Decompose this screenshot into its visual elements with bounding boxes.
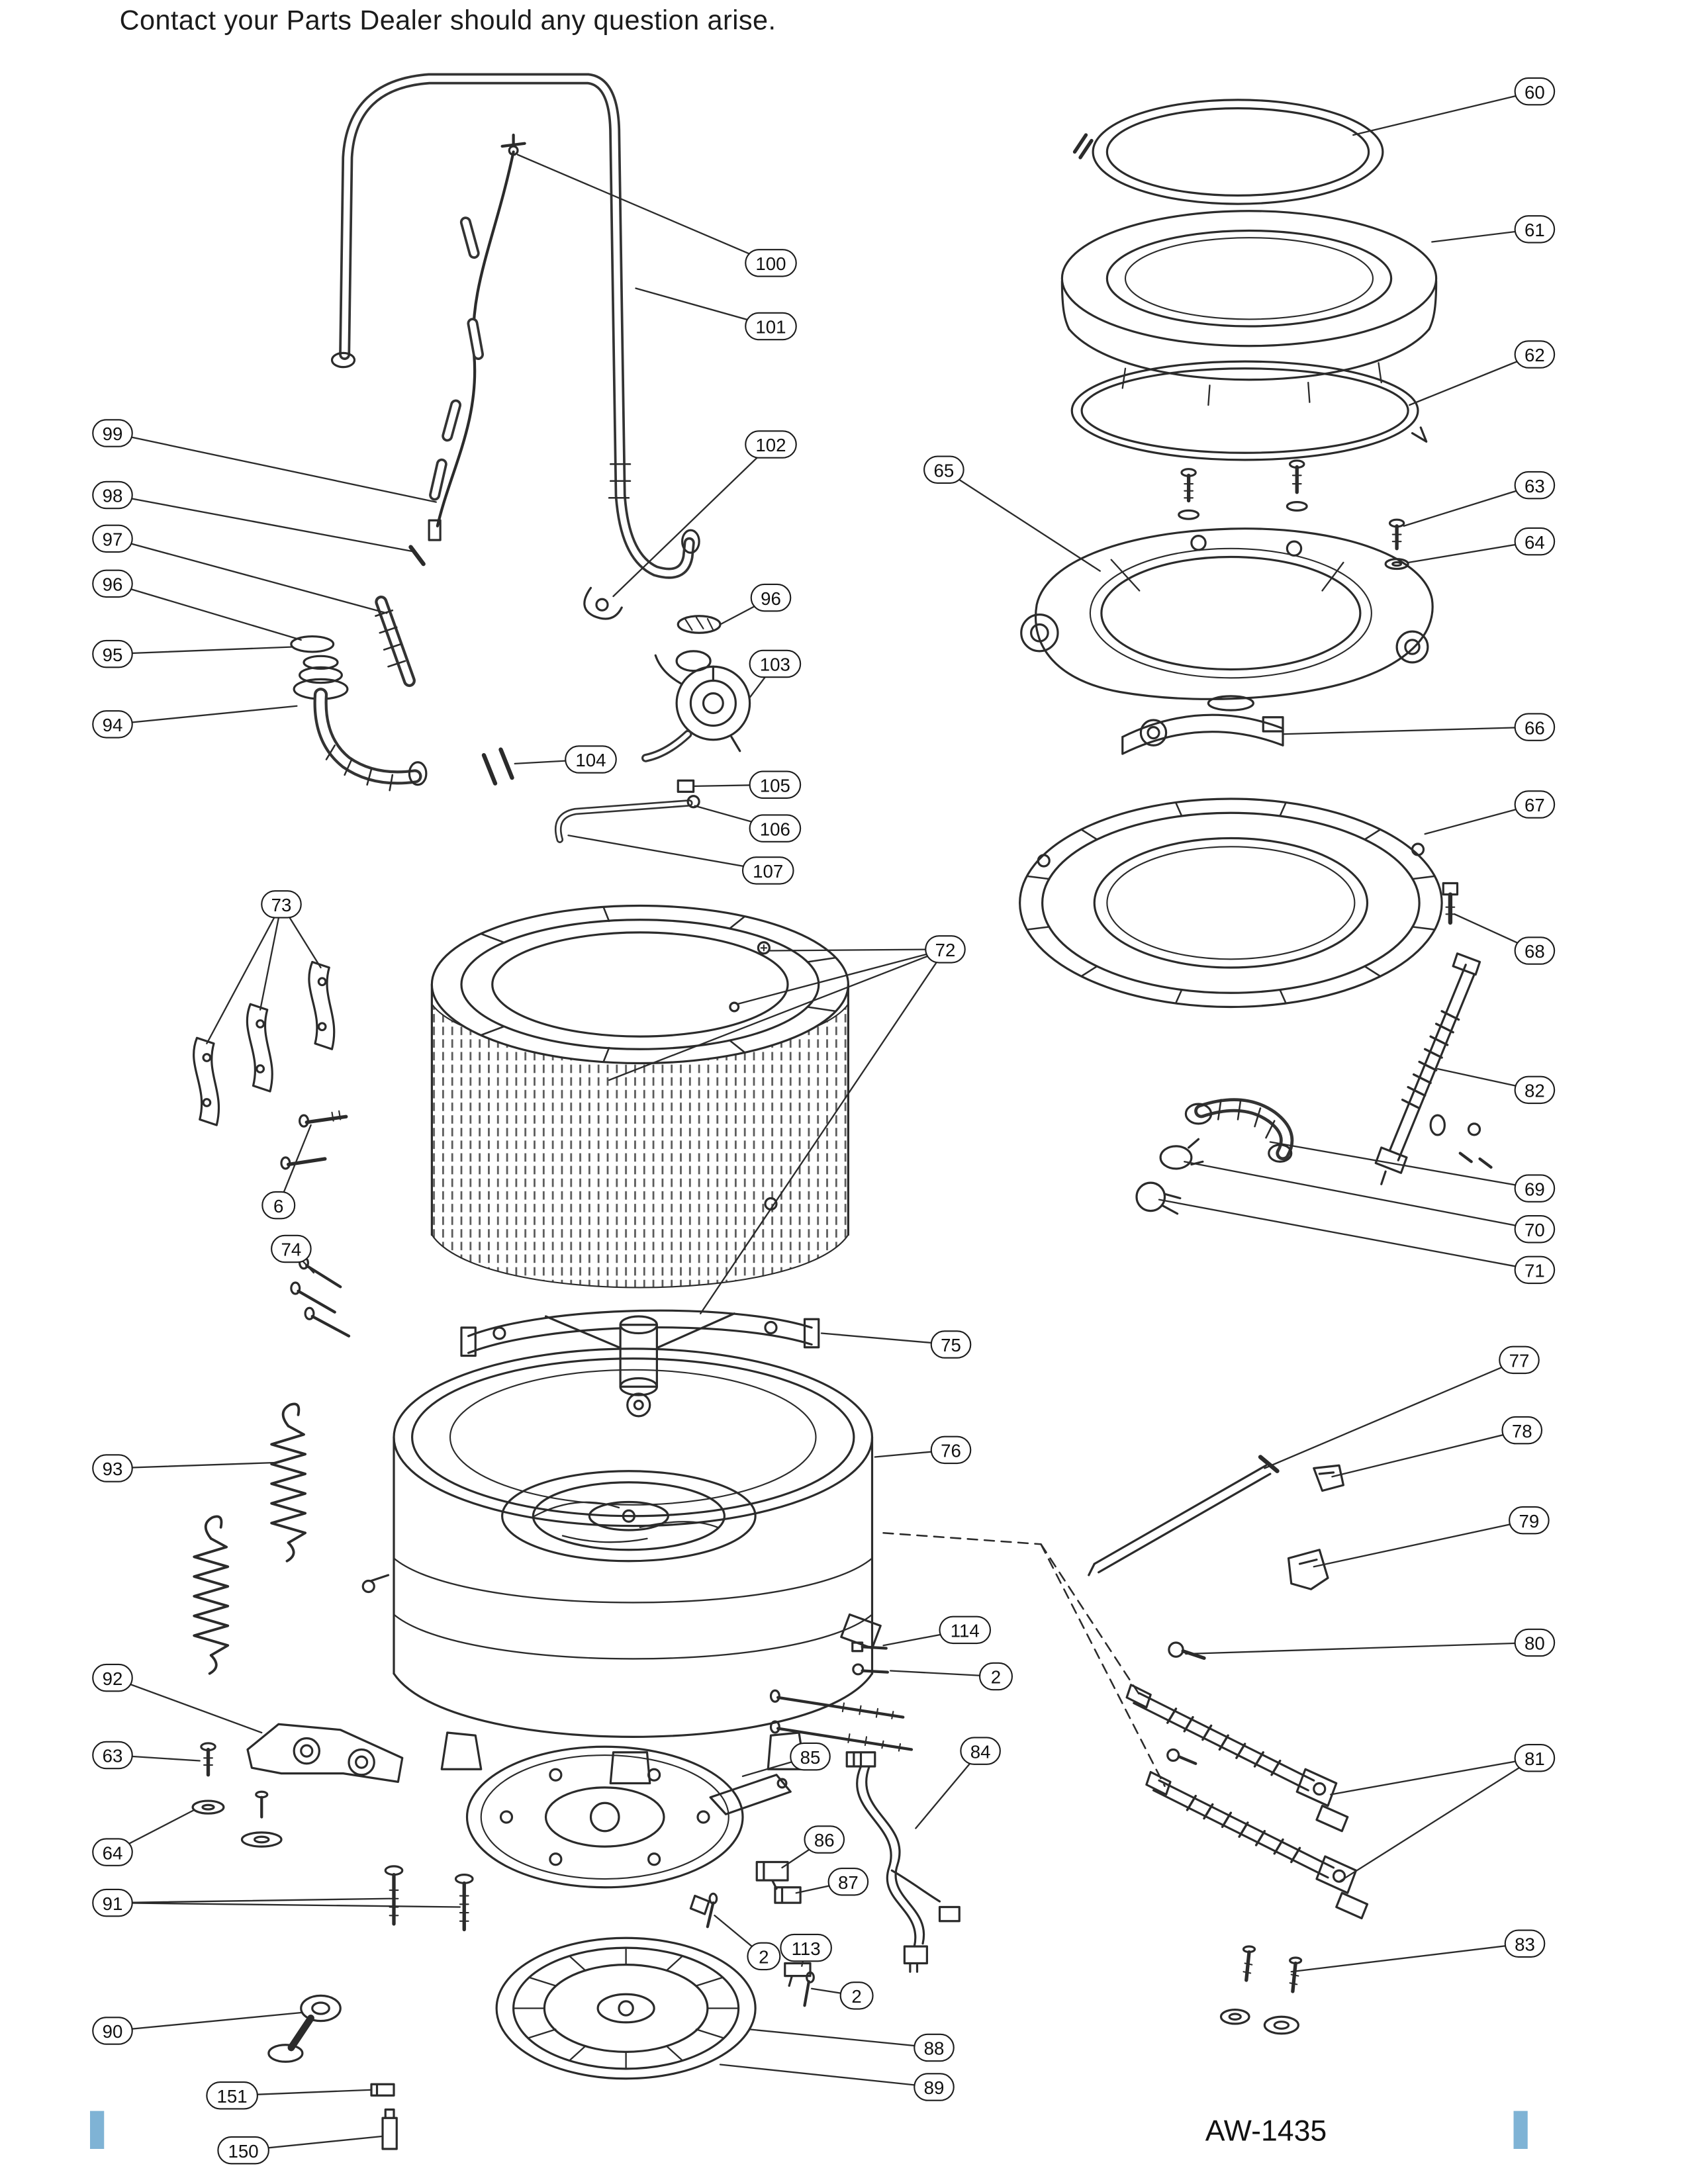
leader-line-72 (736, 948, 947, 1005)
tub-gasket (1070, 360, 1428, 461)
leader-line-64 (111, 1809, 195, 1853)
damper-rod (1374, 952, 1493, 1185)
leader-line-72 (700, 948, 947, 1314)
leader-line-101 (635, 287, 772, 328)
leader-line-80 (1185, 1641, 1536, 1655)
leader-line-64 (1407, 540, 1536, 564)
rotor-disc (495, 1936, 757, 2080)
leader-line-98 (111, 494, 413, 553)
leader-line-84 (915, 1750, 982, 1829)
leader-line-81 (1338, 1757, 1536, 1883)
suspension-bracket (191, 1723, 404, 1848)
leader-line-100 (516, 154, 772, 264)
right-margin-marker (1513, 2111, 1528, 2149)
leader-line-93 (111, 1461, 277, 1469)
leader-line-65 (943, 469, 1101, 572)
leader-line-151 (231, 2089, 373, 2097)
leader-line-79 (1313, 1519, 1530, 1568)
leader-line-85 (741, 1755, 812, 1778)
leader-line-72 (608, 948, 947, 1081)
leader-line-73 (280, 903, 322, 969)
leader-line-83 (1290, 1942, 1526, 1973)
drive-spider (460, 1309, 820, 1418)
outlet-elbow (1135, 1098, 1294, 1215)
tub-cover-ring (1060, 210, 1438, 406)
leader-line-90 (111, 2011, 304, 2032)
leader-line-103 (749, 662, 776, 699)
suspension-springs (193, 1402, 307, 1675)
leader-line-77 (1264, 1359, 1521, 1469)
sensor-rod (1088, 1455, 1344, 1590)
drain-elbow-hose (290, 545, 428, 792)
balance-ring (1019, 797, 1459, 1009)
leader-line-87 (795, 1881, 849, 1894)
spin-basket (430, 904, 849, 1289)
pressure-hose (428, 133, 526, 541)
leader-line-96 (111, 582, 302, 641)
leader-line-107 (567, 835, 769, 872)
leader-lines (111, 90, 1536, 2152)
leader-line-73 (259, 903, 283, 1011)
leader-line-91 (111, 1901, 461, 1908)
wire-harness (845, 1751, 961, 1973)
mount-screws (384, 1865, 474, 1932)
leader-line-105 (694, 784, 776, 788)
tub-cover-frame (1020, 527, 1434, 711)
pump-assembly (481, 615, 751, 843)
leader-line-78 (1331, 1429, 1523, 1478)
left-margin-marker (90, 2111, 105, 2149)
leader-line-104 (514, 758, 592, 765)
leader-line-2 (714, 1915, 765, 1958)
leader-line-91 (111, 1897, 391, 1904)
cover-screws (1178, 459, 1409, 570)
leader-line-72 (769, 948, 947, 952)
leader-line-81 (1330, 1757, 1536, 1796)
leader-line-106 (694, 805, 776, 829)
drain-hose-assembly (330, 73, 700, 620)
lid-ring (1072, 99, 1384, 205)
outer-tub (361, 1347, 882, 1785)
leader-line-99 (111, 432, 437, 503)
header-note: Contact your Parts Dealer should any que… (119, 5, 776, 37)
leader-line-88 (749, 2028, 935, 2049)
center-bolts (689, 1641, 914, 2007)
leader-line-73 (206, 903, 283, 1044)
support-bracket (1121, 713, 1284, 755)
leader-line-2 (810, 1987, 858, 1997)
leader-line-97 (111, 537, 388, 614)
leader-line-96 (719, 596, 772, 625)
leveling-leg (267, 1994, 398, 2150)
suspension-rods (882, 1531, 1369, 1920)
leader-line-70 (1184, 1161, 1536, 1230)
stator-plate (465, 1745, 802, 1904)
leader-line-89 (719, 2064, 935, 2088)
leader-line-92 (111, 1676, 263, 1734)
leader-line-71 (1158, 1199, 1536, 1271)
leader-line-102 (612, 443, 772, 598)
leader-line-63 (111, 1754, 201, 1762)
leader-line-114 (882, 1629, 966, 1647)
leader-line-94 (111, 705, 298, 725)
leader-line-67 (1424, 803, 1536, 835)
leader-line-66 (1282, 726, 1536, 735)
leader-line-2 (889, 1670, 997, 1678)
leader-line-76 (874, 1449, 952, 1458)
leader-line-69 (1269, 1141, 1536, 1189)
slide-rails (193, 960, 351, 1338)
leader-line-75 (820, 1332, 952, 1345)
leader-line-6 (277, 1124, 312, 1206)
leader-line-95 (111, 646, 294, 655)
leader-line-61 (1431, 228, 1536, 243)
leader-line-62 (1409, 353, 1536, 406)
leader-line-68 (1454, 913, 1536, 952)
leader-line-63 (1403, 484, 1536, 527)
leader-line-86 (781, 1839, 825, 1869)
leader-line-82 (1436, 1068, 1536, 1091)
leader-line-150 (242, 2135, 384, 2152)
rod-fasteners (1219, 1945, 1303, 2035)
model-number: AW-1435 (1205, 2115, 1327, 2148)
leader-line-60 (1352, 90, 1536, 136)
